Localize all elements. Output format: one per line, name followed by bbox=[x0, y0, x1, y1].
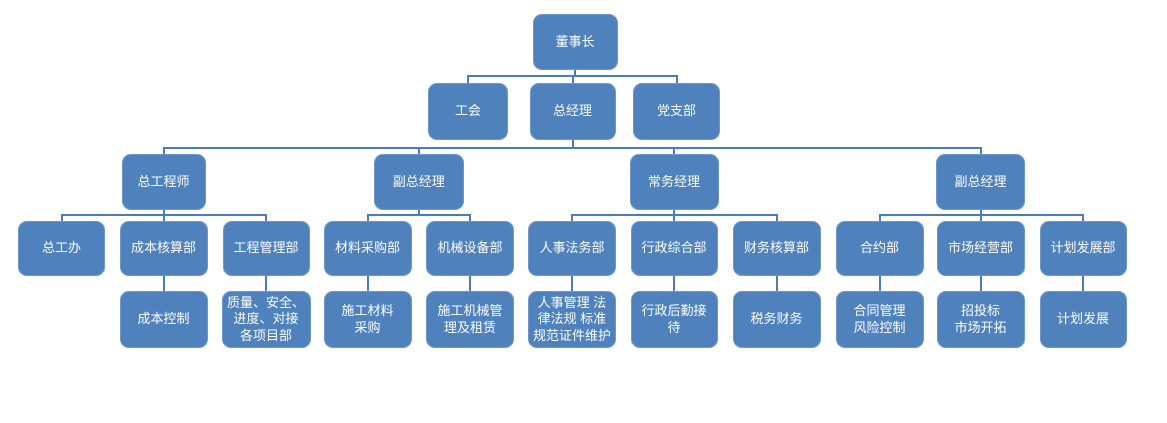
connector-segment bbox=[1082, 276, 1084, 285]
org-node-tax-finance: 税务财务 bbox=[732, 291, 821, 348]
connector-segment bbox=[571, 75, 574, 83]
connector-segment bbox=[673, 276, 675, 285]
org-node-machinery-equipment-dept: 机械设备部 bbox=[426, 221, 514, 276]
connector-segment bbox=[979, 214, 982, 221]
org-node-admin-logistics: 行政后勤接 待 bbox=[630, 291, 718, 348]
org-node-engineering-mgmt-dept: 工程管理部 bbox=[222, 221, 310, 276]
connector-segment bbox=[1082, 283, 1084, 291]
connector-segment bbox=[673, 147, 675, 154]
connector-segment bbox=[675, 75, 678, 83]
org-node-deputy-gm-1: 副总经理 bbox=[373, 154, 464, 210]
connector-segment bbox=[366, 214, 369, 221]
connector-segment bbox=[265, 283, 267, 291]
org-node-material-procurement: 施工材料 采购 bbox=[323, 291, 412, 348]
org-node-deputy-gm-2: 副总经理 bbox=[936, 154, 1025, 210]
connector-segment bbox=[417, 147, 420, 154]
connector-segment bbox=[366, 214, 471, 216]
connector-segment bbox=[417, 210, 420, 216]
org-node-chairman: 董事长 bbox=[532, 14, 618, 70]
connector-segment bbox=[574, 70, 576, 77]
org-node-quality-safety: 质量、安全、 进度、对接 各项目部 bbox=[221, 291, 311, 348]
connector-segment bbox=[979, 147, 982, 154]
connector-segment bbox=[265, 276, 267, 285]
connector-segment bbox=[571, 276, 573, 285]
connector-segment bbox=[469, 276, 471, 285]
org-node-party-branch: 党支部 bbox=[633, 83, 720, 140]
org-node-material-purchasing-dept: 材料采购部 bbox=[323, 221, 412, 276]
org-node-admin-general-dept: 行政综合部 bbox=[630, 221, 718, 276]
connector-segment bbox=[775, 276, 778, 285]
org-node-cost-control: 成本控制 bbox=[119, 291, 208, 348]
org-node-machinery-mgmt-rental: 施工机械管 理及租赁 bbox=[426, 291, 514, 348]
connector-segment bbox=[162, 210, 165, 216]
connector-segment bbox=[878, 214, 881, 221]
org-node-hr-legal-duties: 人事管理 法 律法规 标准 规范证件维护 bbox=[528, 291, 616, 348]
org-node-contract-risk: 合同管理 风险控制 bbox=[835, 291, 924, 348]
org-node-cost-accounting-dept: 成本核算部 bbox=[119, 221, 208, 276]
connector-segment bbox=[673, 210, 675, 216]
connector-segment bbox=[162, 214, 165, 221]
org-node-planning-dev: 计划发展 bbox=[1039, 291, 1127, 348]
org-node-market-operations-dept: 市场经营部 bbox=[936, 221, 1025, 276]
org-node-chief-engineer: 总工程师 bbox=[121, 154, 206, 210]
connector-segment bbox=[469, 214, 471, 221]
connector-segment bbox=[1082, 214, 1084, 221]
connector-segment bbox=[878, 283, 881, 291]
connector-segment bbox=[979, 276, 982, 285]
connector-segment bbox=[162, 147, 165, 154]
connector-segment bbox=[162, 147, 982, 149]
connector-segment bbox=[366, 283, 369, 291]
connector-segment bbox=[571, 283, 573, 291]
org-node-labor-union: 工会 bbox=[428, 83, 508, 140]
connector-segment bbox=[467, 75, 469, 83]
connector-segment bbox=[775, 214, 778, 221]
org-node-planning-dev-dept: 计划发展部 bbox=[1039, 221, 1127, 276]
connector-segment bbox=[60, 214, 63, 221]
connector-segment bbox=[366, 276, 369, 285]
connector-segment bbox=[775, 283, 778, 291]
connector-segment bbox=[571, 214, 573, 221]
org-node-finance-accounting-dept: 财务核算部 bbox=[732, 221, 821, 276]
org-node-chief-engineer-office: 总工办 bbox=[18, 221, 105, 276]
org-node-hr-legal-dept: 人事法务部 bbox=[528, 221, 616, 276]
connector-segment bbox=[571, 140, 574, 149]
connector-segment bbox=[673, 283, 675, 291]
connector-segment bbox=[878, 276, 881, 285]
connector-segment bbox=[979, 210, 982, 216]
org-node-executive-manager: 常务经理 bbox=[629, 154, 719, 210]
connector-segment bbox=[162, 283, 165, 291]
org-node-bidding-market: 招投标 市场开拓 bbox=[936, 291, 1025, 348]
org-node-contract-dept: 合约部 bbox=[835, 221, 924, 276]
connector-segment bbox=[673, 214, 675, 221]
org-node-general-manager: 总经理 bbox=[529, 83, 616, 140]
connector-segment bbox=[162, 276, 165, 285]
connector-segment bbox=[265, 214, 267, 221]
connector-segment bbox=[979, 283, 982, 291]
connector-segment bbox=[469, 283, 471, 291]
